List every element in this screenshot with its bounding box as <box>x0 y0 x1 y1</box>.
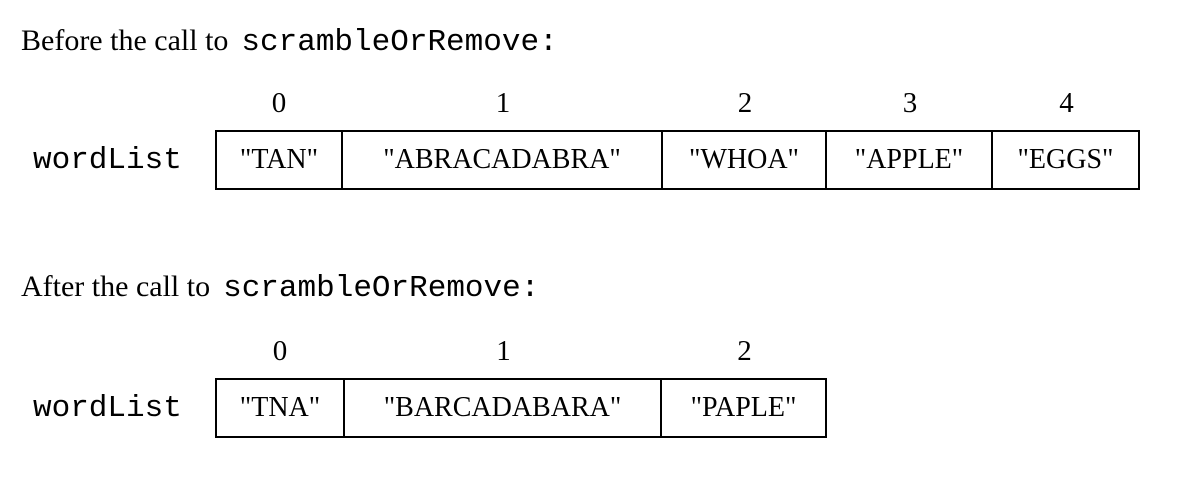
array-cell-3: "APPLE" <box>827 132 993 188</box>
array-cell-2: "PAPLE" <box>690 392 797 423</box>
array-cell-0: "TAN" <box>217 132 343 188</box>
after-array: "TNA" "BARCADABARA" "PAPLE" <box>215 378 827 438</box>
index-label-2: 2 <box>737 335 752 367</box>
before-array-indices: 0 1 2 3 4 <box>215 88 1140 118</box>
array-cell-4: "EGGS" <box>1017 144 1114 175</box>
after-array-variable-label: wordList <box>33 390 182 426</box>
index-label-3: 3 <box>902 87 918 119</box>
before-heading: Before the call to scrambleOrRemove: <box>21 22 558 65</box>
before-heading-text: Before the call to <box>21 24 229 57</box>
after-heading-text: After the call to <box>21 270 211 303</box>
array-cell-2: "WHOA" <box>663 132 827 188</box>
index-label-4: 4 <box>1059 87 1074 119</box>
array-cell-0: "TNA" <box>217 380 345 436</box>
after-heading: After the call to scrambleOrRemove: <box>21 268 539 311</box>
after-array-indices: 0 1 2 <box>215 336 827 366</box>
array-cell-1: "ABRACADABRA" <box>343 132 663 188</box>
after-heading-code: scrambleOrRemove: <box>223 271 540 306</box>
index-label-1: 1 <box>496 335 511 367</box>
index-label-0: 0 <box>271 87 287 119</box>
array-cell-1: "BARCADABARA" <box>345 380 662 436</box>
index-label-1: 1 <box>495 87 511 119</box>
before-array: "TAN" "ABRACADABRA" "WHOA" "APPLE" "EGGS… <box>215 130 1140 190</box>
before-heading-code: scrambleOrRemove: <box>241 25 558 60</box>
index-label-0: 0 <box>272 335 288 367</box>
index-label-2: 2 <box>737 87 753 119</box>
before-array-variable-label: wordList <box>33 142 182 178</box>
